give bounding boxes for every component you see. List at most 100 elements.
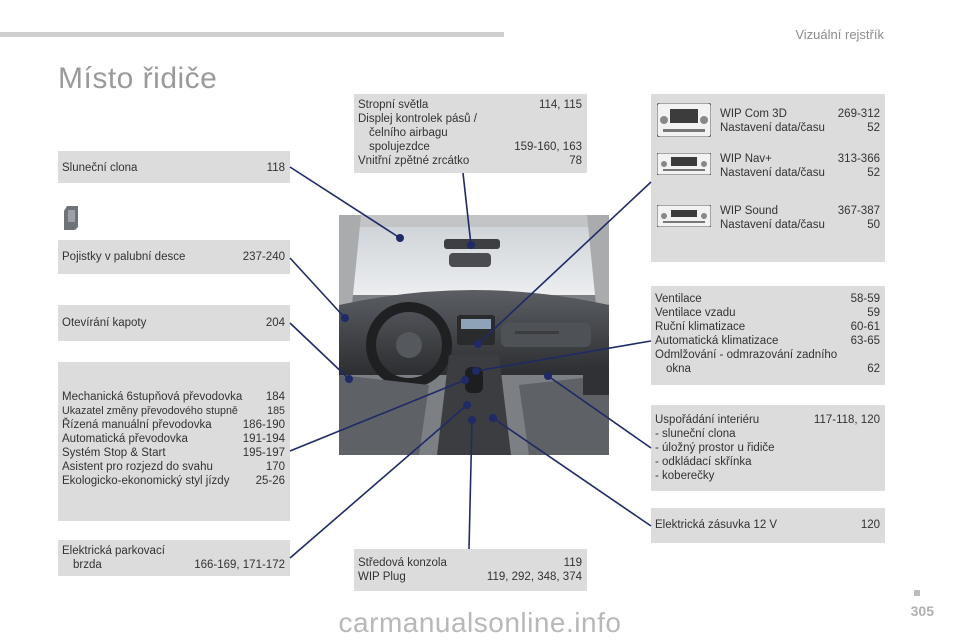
entry-label: Pojistky v palubní desce [62, 251, 186, 263]
fuses-box: Pojistky v palubní desce 237-240 [58, 240, 290, 274]
fuses-entry[interactable]: Pojistky v palubní desce 237-240 [62, 250, 285, 264]
parking-brake-line1[interactable]: Elektrická parkovací [62, 544, 285, 558]
entry-page: 118 [266, 162, 285, 174]
entry-page: 195-197 [242, 447, 285, 459]
entry-label: Automatická převodovka [62, 433, 188, 445]
entry-page: 120 [860, 519, 880, 531]
demist-line1: Odmlžování - odmrazování zadního [655, 348, 880, 362]
entry-label: Ruční klimatizace [655, 321, 746, 333]
socket-box: Elektrická zásuvka 12 V 120 [651, 508, 885, 543]
gearbox-box: Mechanická 6stupňová převodovka 184 Ukaza… [58, 362, 290, 521]
gearbox-entry[interactable]: Mechanická 6stupňová převodovka 184 [62, 390, 285, 404]
page-marker [914, 590, 920, 596]
entry-label: Stropní světla [358, 99, 429, 111]
page-number: 305 [910, 603, 934, 619]
entry-label: Displej kontrolek pásů / [358, 113, 477, 125]
sun-visor-entry[interactable]: Sluneční clona 118 [62, 161, 285, 175]
page-title: Místo řidiče [58, 62, 218, 95]
dashboard-illustration [339, 215, 609, 455]
entry-page: 59 [867, 307, 880, 319]
entry-page: 119, 292, 348, 374 [486, 571, 582, 583]
entry-page: 367-387 [837, 205, 880, 217]
entry-label: Nastavení data/času [720, 167, 825, 179]
entry-label: brzda [73, 559, 102, 571]
callout-line-fuses [289, 257, 346, 319]
ceiling-lights-entry[interactable]: Stropní světla 114, 115 [358, 98, 582, 112]
watermark: carmanualsonline.info [338, 607, 622, 638]
entry-label: Elektrická zásuvka 12 V [655, 519, 778, 531]
socket-entry[interactable]: Elektrická zásuvka 12 V 120 [655, 518, 880, 532]
entry-label: Středová konzola [358, 557, 447, 569]
gearbox-entry[interactable]: Systém Stop & Start 195-197 [62, 446, 285, 460]
entry-label: Nastavení data/času [720, 219, 825, 231]
entry-label: Ukazatel změny převodového stupně [62, 405, 238, 417]
entry-page: 52 [867, 122, 880, 134]
header-title: Vizuální rejstřík [795, 27, 884, 42]
console-entry[interactable]: Středová konzola 119 [358, 556, 582, 570]
entry-page: 119 [563, 557, 582, 569]
wip-sound-icon [657, 205, 711, 227]
bonnet-box: Otevírání kapoty 204 [58, 305, 290, 341]
gearbox-entry[interactable]: Automatická převodovka 191-194 [62, 432, 285, 446]
entry-label: Vnitřní zpětné zrcátko [358, 155, 470, 167]
entry-page: 114, 115 [538, 99, 582, 111]
entry-page: 117-118, 120 [813, 414, 880, 426]
interior-item: - odkládací skřínka [655, 455, 880, 469]
entry-page: 50 [867, 219, 880, 231]
manual-ac-entry[interactable]: Ruční klimatizace 60-61 [655, 320, 880, 334]
ceiling-box: Stropní světla 114, 115 Displej kontrolek… [354, 94, 587, 173]
header-bar [0, 32, 504, 37]
demist-entry[interactable]: okna 62 [655, 362, 880, 376]
entry-page: 63-65 [850, 335, 880, 347]
interior-item: - úložný prostor u řidiče [655, 441, 880, 455]
auto-ac-entry[interactable]: Automatická klimatizace 63-65 [655, 334, 880, 348]
dashboard-photo [339, 215, 609, 455]
wip-nav-plus-icon [657, 153, 711, 175]
rear-ventilation-entry[interactable]: Ventilace vzadu 59 [655, 306, 880, 320]
interior-item: - sluneční clona [655, 427, 880, 441]
entry-page: 204 [265, 317, 285, 329]
entry-label: Ventilace vzadu [655, 307, 736, 319]
entry-page: 60-61 [850, 321, 880, 333]
entry-label: okna [666, 363, 691, 375]
entry-label: - sluneční clona [655, 428, 736, 440]
entry-label: - úložný prostor u řidiče [655, 442, 775, 454]
interior-item: - koberečky [655, 469, 880, 483]
entry-label: Odmlžování - odmrazování zadního [655, 349, 838, 361]
bonnet-entry[interactable]: Otevírání kapoty 204 [62, 316, 285, 330]
entry-page: 52 [867, 167, 880, 179]
entry-label: Automatická klimatizace [655, 335, 779, 347]
entry-page: 62 [867, 363, 880, 375]
entry-label: - koberečky [655, 470, 715, 482]
fuse-icon [64, 206, 78, 230]
entry-page: 269-312 [837, 108, 880, 120]
entry-label: Systém Stop & Start [62, 447, 166, 459]
entry-page: 191-194 [242, 433, 285, 445]
entry-label: Řízená manuální převodovka [62, 419, 212, 431]
wip-com-3d-icon [657, 103, 711, 137]
entry-label: - odkládací skřínka [655, 456, 752, 468]
entry-label: Mechanická 6stupňová převodovka [62, 391, 243, 403]
entry-page: 184 [265, 391, 285, 403]
sun-visor-box: Sluneční clona 118 [58, 151, 290, 183]
entry-label: Elektrická parkovací [62, 545, 165, 557]
entry-label: Ventilace [655, 293, 702, 305]
entry-label: čelního airbagu [369, 127, 448, 139]
entry-label: Otevírání kapoty [62, 317, 147, 329]
